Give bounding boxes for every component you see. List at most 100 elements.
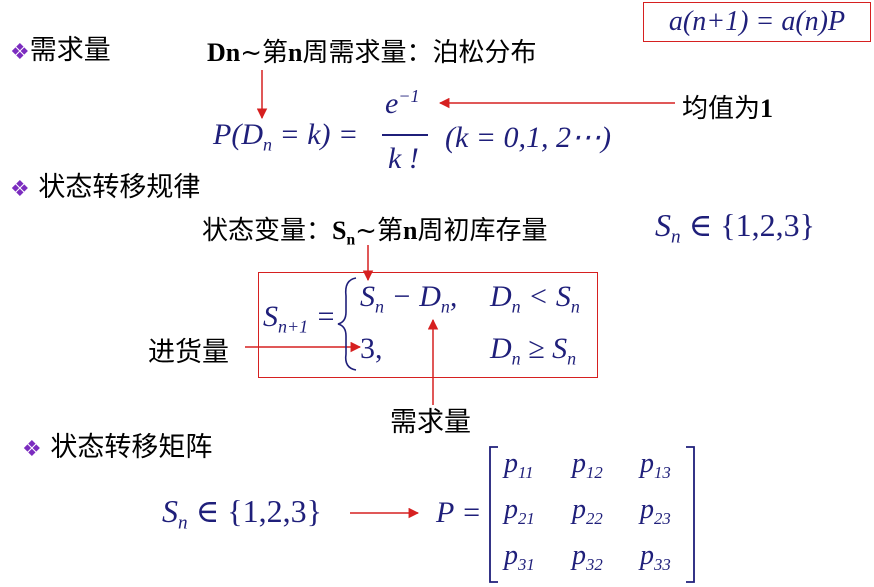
matrix-entry-letter: p <box>572 494 586 525</box>
lhs-eq: = <box>315 300 336 333</box>
case2-cond-op: ≥ S <box>520 332 568 365</box>
case1-sub2: n <box>440 296 450 317</box>
dn-symbol: Dn <box>207 38 241 67</box>
matrix-set-sub: n <box>178 512 188 534</box>
state-var-n: n <box>402 216 418 245</box>
numerator: e <box>385 86 399 120</box>
matrix-state-set: Sn ∈ {1,2,3} <box>162 492 322 535</box>
matrix-entry-index: 31 <box>518 554 535 574</box>
diamond-bullet-icon: ❖ <box>22 437 42 462</box>
recursion-formula-box: a(n+1) = a(n)P <box>643 2 871 42</box>
section-title: 需求量 <box>29 35 111 66</box>
diamond-bullet-icon: ❖ <box>10 40 30 65</box>
matrix-entry: p11 <box>504 448 534 483</box>
matrix-entry: p12 <box>572 448 603 483</box>
lhs-sub: n+1 <box>278 316 309 337</box>
state-var-tail: 周初库存量 <box>417 216 548 246</box>
state-variable-definition: 状态变量：Sn~第n周初库存量 <box>202 210 547 249</box>
section-transition-matrix-heading: ❖ 状态转移矩阵 <box>22 425 212 464</box>
numerator-exponent: −1 <box>398 86 420 106</box>
mean-value: 1 <box>760 94 774 123</box>
lhs-s: S <box>263 300 278 333</box>
matrix-entry: p22 <box>572 494 603 529</box>
poisson-condition: (k = 0,1, 2⋯) <box>445 120 611 155</box>
fraction-bar <box>382 134 428 136</box>
matrix-set-s: S <box>162 493 178 529</box>
demand-definition: Dn~第n周需求量：泊松分布 <box>207 32 537 69</box>
dn-n: n <box>288 38 303 67</box>
case-1: Sn − Dn, <box>360 280 457 317</box>
state-set-s: S <box>655 207 671 243</box>
matrix-entry: p21 <box>504 494 535 529</box>
case1-cond-sub: n <box>511 296 521 317</box>
mean-annotation: 均值为1 <box>682 88 773 125</box>
case1-comma: , <box>449 280 458 313</box>
denominator: k ! <box>388 142 419 175</box>
matrix-entry: p31 <box>504 540 535 575</box>
case1-s: S <box>360 280 375 313</box>
section-transition-rule-heading: ❖ 状态转移规律 <box>10 165 200 204</box>
formula-mid: = k) = <box>271 118 359 151</box>
case2-value: 3, <box>360 332 383 365</box>
dn-description: 周需求量：泊松分布 <box>302 38 537 68</box>
matrix-entry: p33 <box>640 540 671 575</box>
transition-rule-box <box>258 272 598 378</box>
formula-sub: n <box>262 134 272 155</box>
formula-left: P(D <box>213 118 263 151</box>
fraction-numerator: e−1 <box>385 86 419 121</box>
matrix-entry-index: 11 <box>518 462 534 482</box>
state-var-rest: ~第 <box>355 216 403 246</box>
matrix-entry-letter: p <box>572 540 586 571</box>
mean-label: 均值为 <box>682 94 761 124</box>
condition: (k = 0,1, 2⋯) <box>445 121 612 154</box>
demand-label: 需求量 <box>390 407 471 438</box>
matrix-entry-index: 22 <box>586 508 603 528</box>
state-var-s: S <box>332 216 347 245</box>
matrix-set-rest: ∈ {1,2,3} <box>187 493 322 529</box>
right-bracket-icon <box>686 446 695 583</box>
left-bracket-icon <box>489 446 498 583</box>
matrix-entry-index: 23 <box>654 508 671 528</box>
case-2: 3, <box>360 332 383 366</box>
state-set-rest: ∈ {1,2,3} <box>680 207 815 243</box>
matrix-entry-index: 32 <box>586 554 603 574</box>
case1-minus: − D <box>384 280 441 313</box>
matrix-entry-index: 33 <box>654 554 671 574</box>
matrix-entry: p23 <box>640 494 671 529</box>
case-1-condition: Dn < Sn <box>490 280 580 317</box>
transition-lhs: Sn+1 = <box>263 300 336 337</box>
section-title: 状态转移矩阵 <box>50 432 213 463</box>
case1-sub: n <box>375 296 384 317</box>
fraction-denominator: k ! <box>388 142 419 176</box>
case2-cond-d: D <box>490 332 512 365</box>
restock-label: 进货量 <box>148 337 229 368</box>
case1-cond-sub2: n <box>570 296 580 317</box>
dn-suffix: ~第 <box>240 38 289 68</box>
case2-cond-sub: n <box>511 348 521 369</box>
matrix-entry-index: 13 <box>654 462 671 482</box>
matrix-p-label: P = <box>436 496 482 530</box>
matrix-entry-letter: p <box>504 494 518 525</box>
state-var-sub: n <box>346 231 356 249</box>
state-set: Sn ∈ {1,2,3} <box>655 206 815 249</box>
state-var-label: 状态变量： <box>202 216 333 246</box>
matrix-entry-letter: p <box>640 448 654 479</box>
section-title: 状态转移规律 <box>38 172 201 203</box>
matrix-entry-letter: p <box>504 540 518 571</box>
matrix-entry-index: 12 <box>586 462 603 482</box>
matrix-entry-letter: p <box>572 448 586 479</box>
left-brace-icon <box>337 277 357 371</box>
case-2-condition: Dn ≥ Sn <box>490 332 576 369</box>
case1-cond-op: < S <box>520 280 571 313</box>
case2-cond-sub2: n <box>567 348 577 369</box>
matrix-entry-index: 21 <box>518 508 535 528</box>
matrix-entry: p13 <box>640 448 671 483</box>
p-label: P = <box>436 496 482 529</box>
matrix-entry: p32 <box>572 540 603 575</box>
matrix-entry-letter: p <box>504 448 518 479</box>
